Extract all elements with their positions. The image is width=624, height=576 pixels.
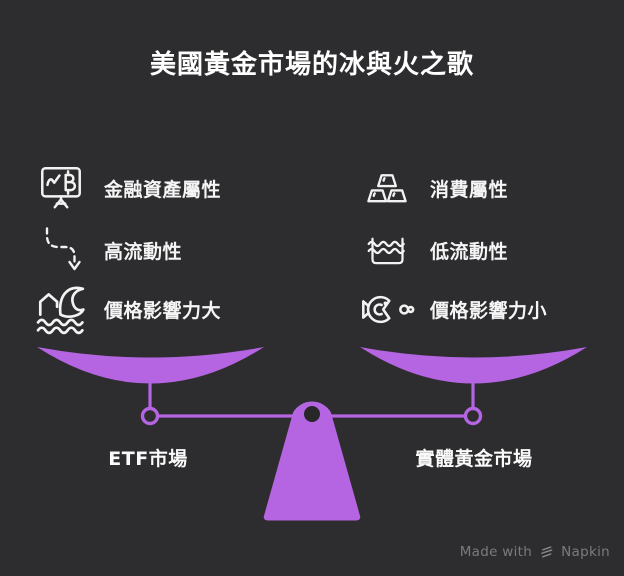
left-pan-label: ETF市場 xyxy=(108,448,188,470)
fulcrum-pivot-hole xyxy=(304,406,320,422)
feature-label: 消費屬性 xyxy=(430,178,509,201)
feature-item-small-price-impact: 價格影響力小 xyxy=(356,278,547,340)
feature-label: 低流動性 xyxy=(430,240,509,263)
feature-item-high-liquidity: 高流動性 xyxy=(30,219,182,281)
balance-scale-graphic xyxy=(37,347,587,521)
made-with-napkin-attribution: Made with Napkin xyxy=(460,544,610,560)
right-pan-label: 實體黃金市場 xyxy=(415,448,533,470)
feature-item-financial-asset: 金融資產屬性 xyxy=(30,157,221,219)
napkin-brand-text: Napkin xyxy=(561,544,610,560)
napkin-logo-icon xyxy=(541,545,553,558)
scale-fulcrum xyxy=(263,401,361,521)
right-beam-ring xyxy=(463,406,483,426)
big-fish-eats-small-fish-icon xyxy=(356,290,418,329)
water-basin-waves-icon xyxy=(356,228,418,273)
left-scale-pan xyxy=(37,347,264,384)
monitor-chart-bitcoin-icon xyxy=(30,162,92,214)
feature-label: 高流動性 xyxy=(104,240,183,263)
right-scale-pan xyxy=(360,347,587,384)
left-beam-ring xyxy=(140,406,160,426)
gold-bars-icon xyxy=(356,165,418,212)
tsunami-wave-house-icon xyxy=(30,281,92,337)
feature-item-big-price-impact: 價格影響力大 xyxy=(30,278,221,340)
feature-label: 價格影響力大 xyxy=(104,299,222,322)
made-with-text: Made with xyxy=(459,544,533,560)
feature-label: 金融資產屬性 xyxy=(104,178,222,201)
dashed-flow-arrow-icon xyxy=(30,225,92,275)
feature-item-consumption: 消費屬性 xyxy=(356,157,508,219)
feature-item-low-liquidity: 低流動性 xyxy=(356,219,508,281)
feature-label: 價格影響力小 xyxy=(430,299,548,322)
page-title: 美國黃金市場的冰與火之歌 xyxy=(149,50,474,80)
